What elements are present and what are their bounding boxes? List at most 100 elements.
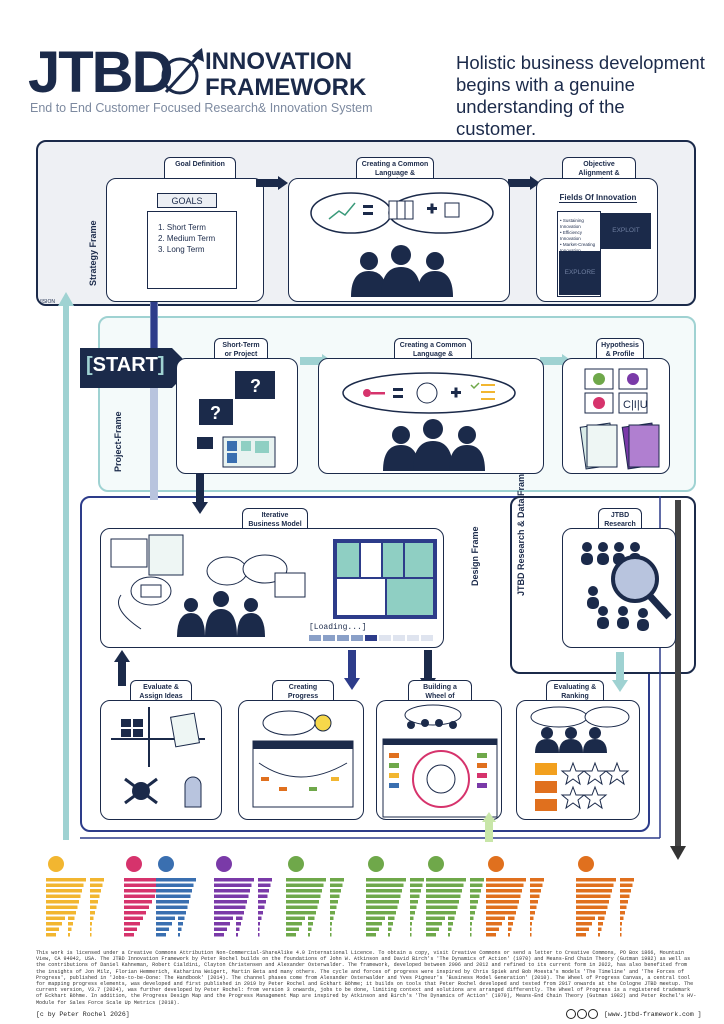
metric-bar: [286, 905, 311, 909]
metric-bar: [508, 889, 522, 893]
metric-bar: [576, 922, 592, 926]
metric-bar: [470, 922, 472, 926]
field-item: • Market-Creating Innovation: [560, 242, 596, 253]
metric-bar: [90, 927, 92, 931]
metric-bar: [178, 894, 191, 898]
metric-bar: [330, 894, 340, 898]
metric-bar: [388, 927, 392, 931]
tagline: Holistic business development begins wit…: [456, 52, 705, 139]
wheel-card[interactable]: [376, 700, 502, 820]
arrow-right-icon: [256, 176, 288, 190]
metric-bar: [214, 911, 236, 915]
metric-bar: [68, 894, 81, 898]
metric-bar: [236, 889, 250, 893]
loading-bar: [309, 635, 433, 641]
metric-bar: [286, 889, 320, 893]
metric-bar: [178, 911, 186, 915]
tab-jtbd-research[interactable]: JTBD Research: [598, 508, 642, 530]
metric-bar: [366, 878, 406, 882]
metric-group-icon: [288, 856, 304, 872]
metric-bar: [156, 889, 190, 893]
metric-bar: [426, 889, 460, 893]
metric-bar: [426, 933, 436, 937]
metric-bar: [448, 911, 456, 915]
metric-bar: [620, 927, 622, 931]
metric-bar: [598, 933, 600, 937]
metric-bar: [508, 883, 524, 887]
jtbd-research-card[interactable]: [562, 528, 676, 648]
license-text: This work is licensed under a Creative C…: [36, 950, 697, 1006]
common-language-card[interactable]: [288, 178, 510, 302]
common-language-project-card[interactable]: [318, 358, 544, 474]
metric-bar: [330, 883, 343, 887]
metric-bar: [508, 927, 512, 931]
metric-bar: [68, 922, 73, 926]
tab-progress-ideas[interactable]: Creating Progress Phase Ideas: [272, 680, 334, 708]
metric-bar: [214, 905, 239, 909]
short-term-card[interactable]: ? ?: [176, 358, 298, 474]
tab-objective-alignment[interactable]: Objective Alignment & Mandate Clarificat…: [562, 157, 636, 194]
metric-bar: [486, 911, 508, 915]
metric-bar: [330, 933, 332, 937]
metric-bar: [286, 927, 299, 931]
metric-bar: [258, 916, 262, 920]
tab-common-language[interactable]: Creating a Common Language & Mindset: [356, 157, 434, 185]
metric-bar: [598, 894, 611, 898]
metric-bar: [46, 878, 86, 882]
metric-bar: [68, 911, 76, 915]
website-link[interactable]: [www.jtbd-framework.com ]: [604, 1011, 702, 1018]
metric-bar: [410, 933, 412, 937]
metric-bar: [508, 916, 515, 920]
metric-bar: [178, 905, 188, 909]
metric-bar: [46, 922, 62, 926]
tab-evaluating[interactable]: Evaluating & Ranking: [546, 680, 604, 702]
metric-bar: [598, 911, 606, 915]
tab-goal-definition[interactable]: Goal Definition: [164, 157, 236, 179]
metric-bar: [286, 911, 308, 915]
metric-bar: [258, 883, 271, 887]
metric-bar: [388, 933, 390, 937]
metric-bar: [90, 878, 104, 882]
logo-jtbd: JTBD: [28, 40, 173, 105]
metric-bar: [258, 878, 272, 882]
metric-bar: [486, 927, 499, 931]
metric-bar: [470, 933, 472, 937]
metric-bar: [486, 922, 502, 926]
goal-item: 1. Short Term: [158, 223, 206, 232]
metric-bar: [258, 894, 268, 898]
fields-of-innovation: Fields Of Innovation: [559, 193, 637, 203]
evaluating-card[interactable]: [516, 700, 640, 820]
objective-card[interactable]: Fields Of Innovation • Sustaining Innova…: [536, 178, 658, 302]
metric-bar: [530, 927, 532, 931]
iterative-design-card[interactable]: [Loading...]: [100, 528, 444, 648]
metric-bar: [156, 900, 184, 904]
metric-bar: [46, 889, 80, 893]
tab-wheel[interactable]: Building a Wheel of Progress: [408, 680, 472, 708]
goals-banner: GOALS: [157, 193, 217, 208]
progress-ideas-card[interactable]: [238, 700, 364, 820]
wheel-illustration: [382, 704, 498, 818]
hypothesis-card[interactable]: C|I|U: [562, 358, 670, 474]
research-label: JTBD Research: [604, 512, 636, 528]
metric-bar: [620, 878, 634, 882]
metric-bar: [576, 878, 616, 882]
tab-common-language-project[interactable]: Creating a Common Language & Mindset: [394, 338, 472, 366]
metric-bar: [620, 894, 630, 898]
metric-bar: [124, 933, 134, 937]
tab-evaluate-assign[interactable]: Evaluate & Assign Ideas: [130, 680, 192, 702]
metric-bar: [330, 922, 332, 926]
tab-iterative-design[interactable]: Iterative Business Model Design: [242, 508, 308, 536]
evaluate-assign-card[interactable]: [100, 700, 222, 820]
start-button[interactable]: [START]: [86, 354, 165, 376]
metric-bar: [236, 911, 244, 915]
metric-bar: [258, 889, 269, 893]
arrow-down-icon: [344, 650, 360, 690]
tab-hypothesis[interactable]: Hypothesis & Profile: [596, 338, 644, 360]
ranking-illustration: [530, 706, 630, 811]
metric-bar: [470, 883, 483, 887]
goal-definition-card[interactable]: GOALS 1. Short Term 2. Medium Term 3. Lo…: [106, 178, 264, 302]
metric-bar: [46, 927, 59, 931]
metric-bar: [90, 883, 103, 887]
metric-bar: [308, 878, 325, 882]
tab-short-term[interactable]: Short-Term or Project Goal: [214, 338, 268, 366]
